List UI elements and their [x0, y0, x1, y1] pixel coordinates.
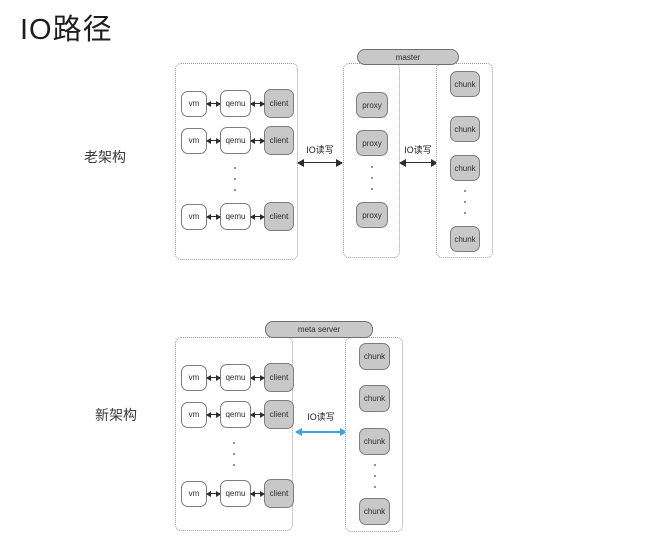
client-node: client [264, 126, 294, 155]
client-node: client [264, 202, 294, 231]
proxy-node: proxy [356, 92, 388, 118]
vertical-ellipsis-icon [229, 167, 241, 191]
chunk-node: chunk [359, 428, 390, 455]
qemu-node: qemu [220, 127, 251, 154]
chunk-node: chunk [359, 498, 390, 525]
bidir-arrow-icon [250, 490, 265, 497]
bidir-arrow-icon [206, 137, 221, 144]
vm-node: vm [181, 364, 207, 391]
qemu-node: qemu [220, 480, 251, 507]
vm-node: vm [181, 480, 207, 507]
new-arch-label: 新架构 [95, 407, 137, 423]
bidir-arrow-icon [250, 374, 265, 381]
new-chunk-group: chunk chunk chunk chunk [345, 337, 403, 532]
vm-node: vm [181, 90, 207, 117]
bidir-arrow-icon [206, 100, 221, 107]
vertical-ellipsis-icon [369, 464, 381, 488]
old-vm-row: vm qemu client [181, 126, 294, 155]
old-arch-label: 老架构 [84, 149, 126, 165]
new-vm-row: vm qemu client [181, 479, 294, 508]
bidir-arrow-icon [250, 411, 265, 418]
bidir-arrow-icon [206, 213, 221, 220]
new-vm-row: vm qemu client [181, 400, 294, 429]
meta-server-node: meta server [265, 321, 373, 338]
bidir-arrow-blue-icon [295, 428, 347, 436]
new-vm-row: vm qemu client [181, 363, 294, 392]
qemu-node: qemu [220, 364, 251, 391]
client-node: client [264, 479, 294, 508]
bidir-arrow-icon [206, 411, 221, 418]
client-node: client [264, 363, 294, 392]
master-node: master [357, 49, 459, 65]
io-label: IO读写 [404, 145, 432, 155]
old-vm-row: vm qemu client [181, 89, 294, 118]
client-node: client [264, 89, 294, 118]
bidir-arrow-icon [206, 374, 221, 381]
bidir-arrow-icon [250, 100, 265, 107]
new-vm-group: vm qemu client vm qemu client vm qemu cl… [175, 337, 294, 531]
old-vm-group: vm qemu client vm qemu client vm qemu cl… [175, 63, 298, 260]
vm-node: vm [181, 401, 207, 428]
chunk-node: chunk [450, 116, 480, 142]
proxy-node: proxy [356, 202, 388, 228]
old-vm-row: vm qemu client [181, 202, 294, 231]
proxy-node: proxy [356, 130, 388, 156]
bidir-arrow-icon [206, 490, 221, 497]
bidir-arrow-icon [297, 158, 343, 167]
vm-node: vm [181, 127, 207, 154]
client-node: client [264, 400, 294, 429]
vm-node: vm [181, 203, 207, 230]
vertical-ellipsis-icon [228, 442, 240, 466]
io-label: IO读写 [307, 412, 335, 422]
qemu-node: qemu [220, 90, 251, 117]
vertical-ellipsis-icon [366, 166, 378, 190]
chunk-node: chunk [450, 71, 480, 97]
bidir-arrow-icon [250, 213, 265, 220]
chunk-node: chunk [450, 155, 480, 181]
old-chunk-group: chunk chunk chunk chunk [436, 63, 493, 258]
qemu-node: qemu [220, 203, 251, 230]
vertical-ellipsis-icon [459, 190, 471, 214]
chunk-node: chunk [359, 385, 390, 412]
bidir-arrow-icon [399, 158, 438, 167]
qemu-node: qemu [220, 401, 251, 428]
old-proxy-group: proxy proxy proxy [343, 63, 400, 258]
chunk-node: chunk [359, 343, 390, 370]
io-label: IO读写 [306, 145, 334, 155]
page-title: IO路径 [20, 14, 113, 46]
bidir-arrow-icon [250, 137, 265, 144]
chunk-node: chunk [450, 226, 480, 252]
